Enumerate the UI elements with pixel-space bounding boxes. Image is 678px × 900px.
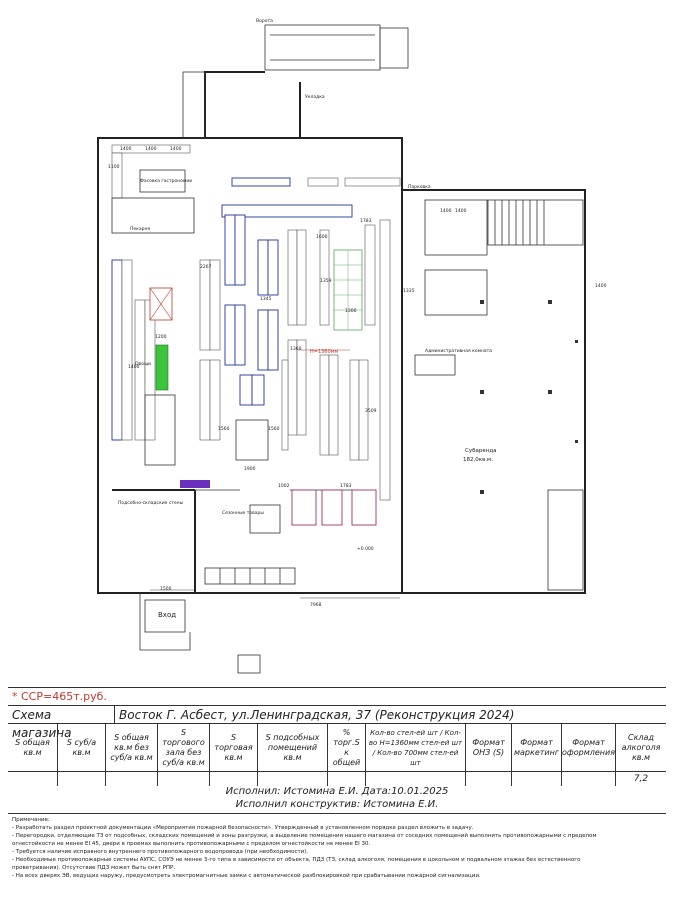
note-line: проветривания). Отсутствие ПДЗ может быт… xyxy=(12,865,176,871)
entrance-vestibule xyxy=(144,599,186,633)
dim-23: 3509 xyxy=(365,408,377,414)
dim-21: 1359 xyxy=(320,278,332,284)
level-badge: +0.000 xyxy=(357,546,374,552)
note-line: - Перегородки, отделяющие ТЗ от подсобны… xyxy=(12,833,597,839)
store-floor-plan: Фасовка гастрономии Пекарня Овощи Сезонн… xyxy=(97,18,607,674)
hdr-onz: Формат ОНЗ (S) xyxy=(466,724,512,772)
title-left: Схема магазина xyxy=(8,706,115,740)
vegetable-display-green xyxy=(155,344,169,391)
gondola-shelves xyxy=(199,214,391,501)
hdr-pct: % торг.S к общей xyxy=(328,724,366,772)
dim-11: 1560 xyxy=(218,426,230,432)
stats-header-row: S общая кв.м S суб/а кв.м S общая кв.м б… xyxy=(8,723,666,772)
red-dimension: Н=1360мм xyxy=(310,349,338,355)
val-10 xyxy=(562,772,616,786)
dim-18: 1200 xyxy=(155,334,167,340)
executor-line: Исполнил: Истомина Е.И. Дата:10.01.2025 xyxy=(225,786,449,797)
label-ovoschi: Овощи xyxy=(135,361,151,367)
dim-22: 1300 xyxy=(345,308,357,314)
notes-title: Примечание: xyxy=(12,817,50,823)
val-0 xyxy=(8,772,58,786)
stairs xyxy=(487,199,584,246)
dim-4: 1100 xyxy=(108,164,120,170)
label-subarenda-area: 182,0кв.м. xyxy=(463,457,493,463)
dim-12: 1560 xyxy=(268,426,280,432)
label-pekarnya: Пекарня xyxy=(130,226,150,232)
note-line: огнестойкости не менее EI 45, двери в пр… xyxy=(12,841,371,847)
dim-0: 1400 xyxy=(120,146,132,152)
val-6 xyxy=(328,772,366,786)
turnstile-icon xyxy=(180,480,210,488)
structural-columns xyxy=(480,300,578,494)
dim-13: 1002 xyxy=(278,483,290,489)
price-line: * ССР=465т.руб. xyxy=(8,687,666,705)
dim-1: 1400 xyxy=(145,146,157,152)
val-2 xyxy=(106,772,158,786)
notes-block: Примечание: - Разработать раздел проектн… xyxy=(8,813,666,900)
dim-14: 1783 xyxy=(340,483,352,489)
dim-24: 1400 xyxy=(128,364,140,370)
hdr-s-total: S общая кв.м xyxy=(8,724,58,772)
label-podsobno: Подсобно-складские стены xyxy=(118,500,184,506)
dim-16: 1500 xyxy=(160,586,172,592)
hdr-s-sub: S суб/а кв.м xyxy=(58,724,106,772)
dim-15: 7968 xyxy=(310,602,322,608)
dim-6: 1400 xyxy=(455,208,467,214)
title-row: Схема магазина Восток Г. Асбест, ул.Лени… xyxy=(8,705,666,740)
note-line: - Необходимые противопожарные системы АУ… xyxy=(12,857,581,863)
dim-5: 1783 xyxy=(360,218,372,224)
val-1 xyxy=(58,772,106,786)
val-9 xyxy=(512,772,562,786)
label-vorota: Ворота xyxy=(256,18,273,24)
dim-7: 1335 xyxy=(403,288,415,294)
store-outline xyxy=(97,137,403,594)
label-fasovka: Фасовка гастрономии xyxy=(140,178,192,184)
dim-9: 1345 xyxy=(260,296,272,302)
val-5 xyxy=(258,772,328,786)
dim-3: 1400 xyxy=(440,208,452,214)
val-8 xyxy=(466,772,512,786)
val-alcohol: 7,2 xyxy=(633,774,649,784)
val-4 xyxy=(210,772,258,786)
label-ukladka: Укладка xyxy=(305,94,325,100)
dim-8: 2267 xyxy=(200,264,212,270)
label-vhod: Вход xyxy=(158,611,176,619)
wall-shelves-top xyxy=(111,144,401,218)
label-sezonnye: Сезонные товары xyxy=(222,510,264,516)
stats-values-row: 7,2 xyxy=(8,771,666,786)
hdr-s-nosub: S общая кв.м без суб/а кв.м xyxy=(106,724,158,772)
truck-icon xyxy=(264,24,409,71)
executor-block: Исполнил: Истомина Е.И. Дата:10.01.2025 … xyxy=(8,785,666,813)
label-parkovka: Парковка xyxy=(408,184,431,190)
hdr-s-trade: S торговая кв.м xyxy=(210,724,258,772)
dim-20: 1600 xyxy=(316,234,328,240)
hdr-design: Формат оформления xyxy=(562,724,616,772)
hdr-marketing: Формат маркетинг xyxy=(512,724,562,772)
hdr-shelves: Кол-во стел-ей шт / Кол-во Н=1360мм стел… xyxy=(366,724,466,772)
label-admin: Административная комната xyxy=(425,348,492,354)
val-7 xyxy=(366,772,466,786)
left-wall-shelves xyxy=(111,259,156,441)
dim-10: 1360 xyxy=(290,346,302,352)
title-block: * ССР=465т.руб. Схема магазина Восток Г.… xyxy=(0,687,678,900)
note-line: - На всех дверях ЭВ, ведущих наружу, пре… xyxy=(12,873,481,879)
dim-17: 1400 xyxy=(595,283,607,289)
note-line: - Требуется наличие исправного внутренне… xyxy=(12,849,309,855)
dim-2: 1400 xyxy=(170,146,182,152)
executor-constructive-line: Исполнил конструктив: Истомина Е.И. xyxy=(235,799,439,810)
dim-19: 1900 xyxy=(244,466,256,472)
note-line: - Разработать раздел проектной документа… xyxy=(12,825,474,831)
label-subarenda: Субаренда xyxy=(465,448,497,454)
hdr-s-aux: S подсобных помещений кв.м xyxy=(258,724,328,772)
dimension-labels: 1400 1400 1400 1400 1100 1783 1400 1335 … xyxy=(108,146,607,608)
checkout-counters xyxy=(291,489,377,526)
title-right: Восток Г. Асбест, ул.Ленинградская, 37 (… xyxy=(119,708,515,722)
hdr-alcohol: Склад алкоголя кв.м xyxy=(621,733,661,762)
hdr-s-hall: S торгового зала без суб/а кв.м xyxy=(158,724,210,772)
val-3 xyxy=(158,772,210,786)
